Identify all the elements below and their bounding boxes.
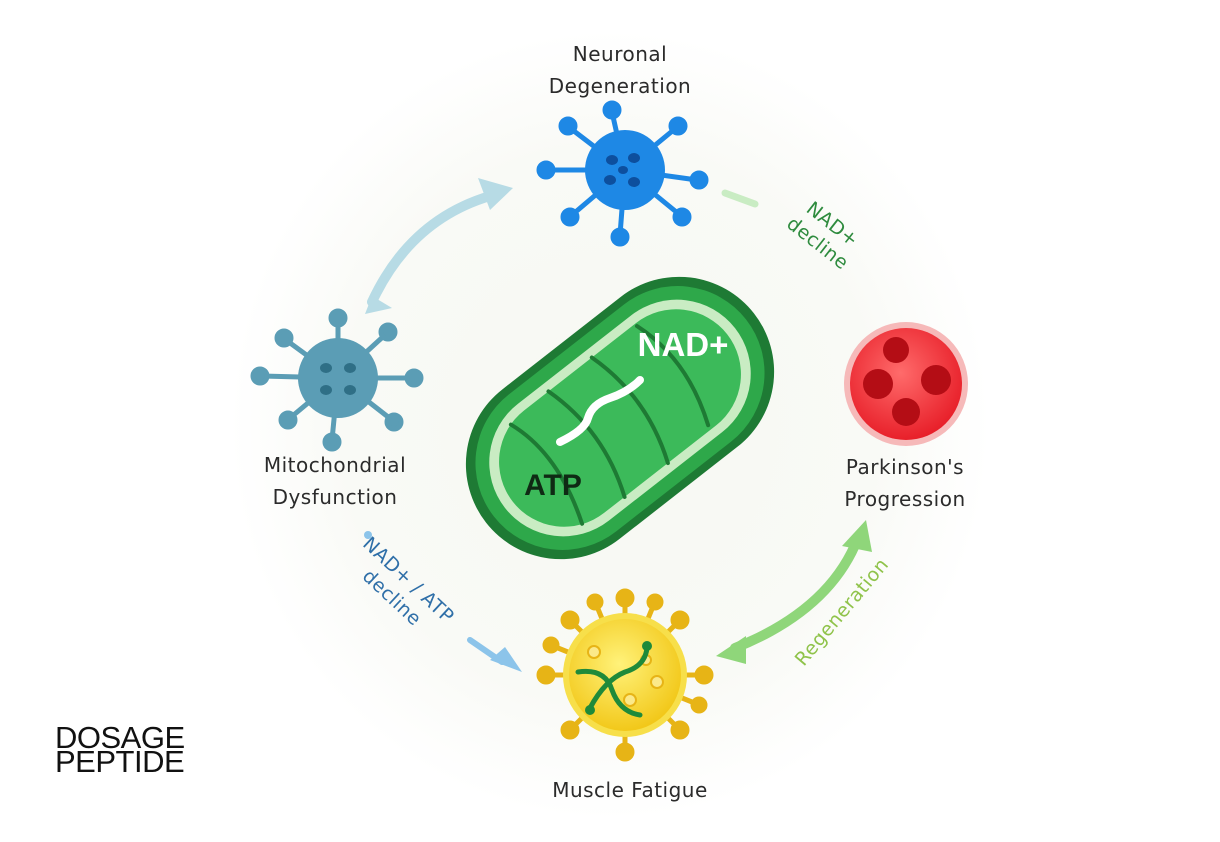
- muscle-cell-icon: [536, 588, 714, 762]
- label-muscle-fatigue: Muscle Fatigue: [505, 774, 755, 806]
- parkinsons-cell-icon: [844, 322, 968, 446]
- neuron-teal-icon: [250, 308, 424, 452]
- label-line: Degeneration: [548, 74, 692, 98]
- label-line: Progression: [844, 487, 966, 511]
- mitochondrion-icon: [465, 276, 775, 560]
- brand-line: DOSAGE: [55, 720, 185, 755]
- nad-squiggle: [556, 376, 644, 446]
- neuron-blue-icon: [536, 100, 709, 247]
- label-line: Parkinson's: [845, 455, 965, 479]
- label-mitochondrial-dysfunction: Mitochondrial Dysfunction: [215, 449, 455, 513]
- label-line: Muscle Fatigue: [552, 778, 708, 802]
- atp-label: ATP: [524, 469, 582, 502]
- brand-line: PEPTIDE: [55, 744, 185, 779]
- arrow-mito-to-neuronal: [365, 178, 513, 314]
- label-line: Mitochondrial: [263, 453, 407, 477]
- label-line: Neuronal: [572, 42, 668, 66]
- nad-label: NAD+: [638, 326, 729, 363]
- label-parkinsons-progression: Parkinson's Progression: [790, 451, 1020, 515]
- label-line: Dysfunction: [272, 485, 398, 509]
- label-neuronal-degeneration: Neuronal Degeneration: [500, 38, 740, 102]
- arrow-regeneration: [716, 520, 872, 664]
- brand-logo: DOSAGE PEPTIDE: [55, 720, 185, 779]
- arrow-mito-to-muscle: [364, 531, 522, 672]
- dash-neuronal-to-parkinsons: [721, 189, 759, 208]
